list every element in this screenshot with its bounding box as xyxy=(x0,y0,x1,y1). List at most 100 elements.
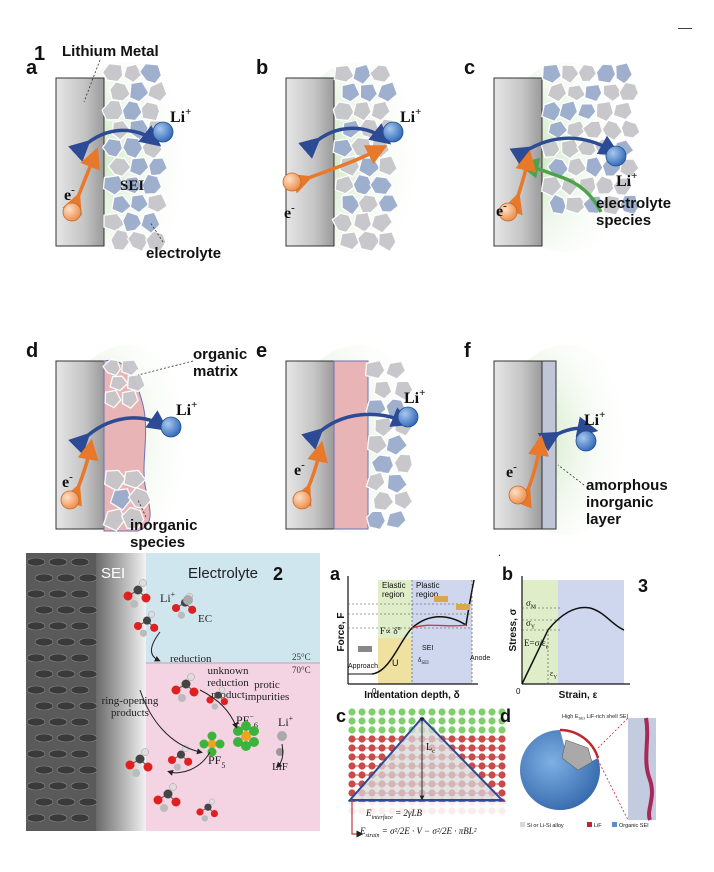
force-curve xyxy=(371,579,475,675)
legend-label: Organic SEI xyxy=(619,823,649,829)
oxygen-atom xyxy=(143,762,153,772)
hydrogen-atom xyxy=(177,611,185,619)
lattice-atom xyxy=(488,726,496,734)
zoom-leader xyxy=(597,717,629,749)
lattice-atom xyxy=(358,717,366,725)
fig1-panel-letter: a xyxy=(26,57,38,79)
si-core xyxy=(561,739,593,771)
electron-ball xyxy=(62,202,82,222)
anode-atom xyxy=(56,765,76,775)
sei-grain xyxy=(128,80,150,103)
sei-grain xyxy=(101,99,125,121)
sei-grain xyxy=(122,63,143,84)
oxygen-atom xyxy=(171,685,181,695)
sei-grain xyxy=(386,473,409,495)
panel-letter: d xyxy=(500,706,511,726)
sei-grain xyxy=(146,80,168,103)
lattice-atom xyxy=(378,717,386,725)
lattice-atom xyxy=(418,708,426,716)
anode-atom xyxy=(78,637,98,647)
carbon-atom xyxy=(135,754,145,764)
hydrogen-atom xyxy=(201,815,208,822)
organic-matrix-leader xyxy=(137,360,194,376)
fig1-panel-letter: d xyxy=(26,340,38,362)
sei-grain xyxy=(120,506,145,530)
lattice-atom xyxy=(358,726,366,734)
carbon-atom xyxy=(133,585,143,595)
sei-grain xyxy=(368,64,392,84)
anode-atom xyxy=(26,653,46,663)
approach-label: Approach xyxy=(348,663,378,670)
electron-ball xyxy=(292,490,312,510)
anode-atom xyxy=(34,701,54,711)
lattice-atom xyxy=(398,726,406,734)
pf-atom xyxy=(207,747,217,757)
anode-atom xyxy=(70,589,90,599)
anode-atom xyxy=(70,621,90,631)
electron-label: e- xyxy=(62,471,73,491)
fig1-number: 1 xyxy=(34,43,45,65)
sei-grain xyxy=(620,119,641,139)
fig2-sei-layer xyxy=(96,553,146,831)
lattice-atom xyxy=(478,726,486,734)
fig2-sei-label: SEI xyxy=(101,565,125,582)
sei-grain xyxy=(385,509,407,529)
lc-label: Lc xyxy=(426,742,435,755)
anode-atom xyxy=(56,701,76,711)
anode-atom xyxy=(26,621,46,631)
lattice-atom xyxy=(488,717,496,725)
sei-grain xyxy=(141,173,163,195)
sei-grain xyxy=(584,83,603,103)
work-label: U xyxy=(392,658,399,668)
fig1-panel-letter: f xyxy=(464,340,471,362)
sei-grain xyxy=(370,100,392,122)
anode-atom xyxy=(34,797,54,807)
plastic-region xyxy=(558,580,624,684)
modulus-label: E=σ/εe xyxy=(524,638,549,651)
anode-atom xyxy=(70,813,90,823)
pf-atom xyxy=(233,737,243,747)
li-ion-ball xyxy=(575,430,597,452)
pf6-cluster xyxy=(233,721,259,751)
li-atom xyxy=(183,595,193,605)
anode-atom xyxy=(26,781,46,791)
lattice-atom xyxy=(438,726,446,734)
sei-grain xyxy=(357,193,380,214)
sei-grain xyxy=(558,100,579,123)
oxygen-atom xyxy=(189,687,199,697)
sei-grains xyxy=(331,63,400,253)
pf5-cluster xyxy=(199,731,225,757)
lattice-atom xyxy=(488,708,496,716)
carbon-atom xyxy=(163,789,173,799)
sei-grain xyxy=(129,193,150,214)
anode-atom xyxy=(56,637,76,647)
lattice-atom xyxy=(448,726,456,734)
carbon-atom xyxy=(204,803,212,811)
sei-grain xyxy=(111,194,133,215)
anode-atom xyxy=(70,557,90,567)
sei-grain xyxy=(121,359,140,377)
lattice-atom xyxy=(398,717,406,725)
fig2-temp-25: 25°C xyxy=(292,652,311,662)
sei-grain xyxy=(577,63,598,83)
sei-grain xyxy=(332,100,355,122)
lattice-atom xyxy=(498,717,506,725)
hydrogen-atom xyxy=(173,763,181,771)
hydrogen-atom xyxy=(141,748,149,756)
hydrogen-atom xyxy=(132,769,140,777)
sei-grain xyxy=(108,80,132,102)
fig1-panel-b: bLi+e- xyxy=(256,57,428,253)
lattice-atom xyxy=(388,717,396,725)
anode-atom xyxy=(78,797,98,807)
li-ion-label: Li+ xyxy=(616,170,637,190)
sei-grain xyxy=(109,228,132,252)
anode-atom xyxy=(26,685,46,695)
pf-atom xyxy=(241,741,251,751)
sei-grain xyxy=(372,490,395,512)
transport-arrow xyxy=(512,434,550,509)
lattice-atom xyxy=(478,717,486,725)
anode-atom xyxy=(56,797,76,807)
